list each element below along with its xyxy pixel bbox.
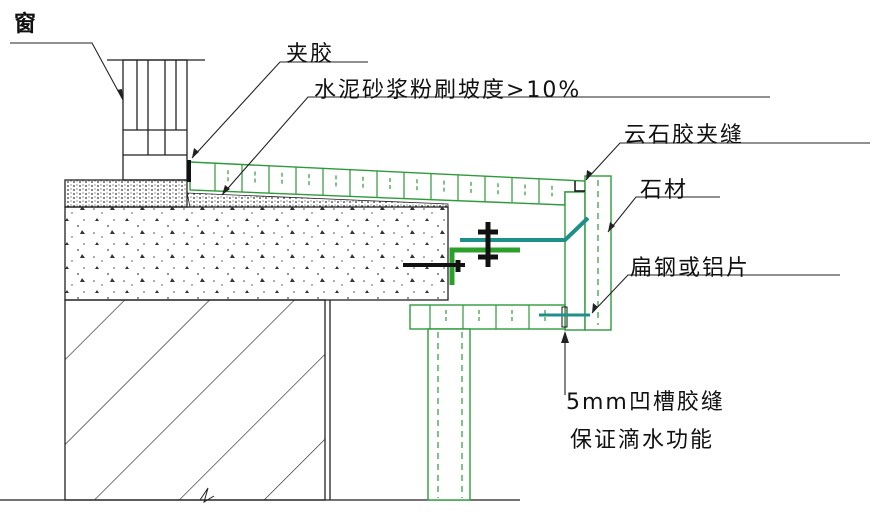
- sill-base: [64, 179, 188, 208]
- marble-glue-joint: [574, 181, 585, 192]
- label-flat-steel: 扁钢或铝片: [630, 256, 751, 281]
- mortar-slope-layer: [186, 192, 449, 208]
- label-stone: 石材: [640, 178, 689, 203]
- bolt: [455, 222, 498, 272]
- label-mortar-slope: 水泥砂浆粉刷坡度>10%: [314, 78, 582, 103]
- leader-lines: [10, 42, 870, 395]
- steel-bracket: [460, 216, 590, 242]
- label-groove-joint: 5mm凹槽胶缝: [566, 390, 725, 415]
- stone-cladding: [189, 161, 612, 501]
- label-clamp-glue: 夹胶: [286, 42, 335, 67]
- label-drip-function: 保证滴水功能: [570, 428, 715, 453]
- label-window: 窗: [14, 12, 39, 37]
- angle-steel: [449, 247, 520, 285]
- masonry-wall: [64, 299, 326, 501]
- label-marble-glue-joint: 云石胶夹缝: [624, 123, 745, 148]
- groove-glue-joint: [561, 306, 568, 328]
- clamp-glue: [187, 160, 191, 182]
- concrete-slab: [64, 206, 449, 301]
